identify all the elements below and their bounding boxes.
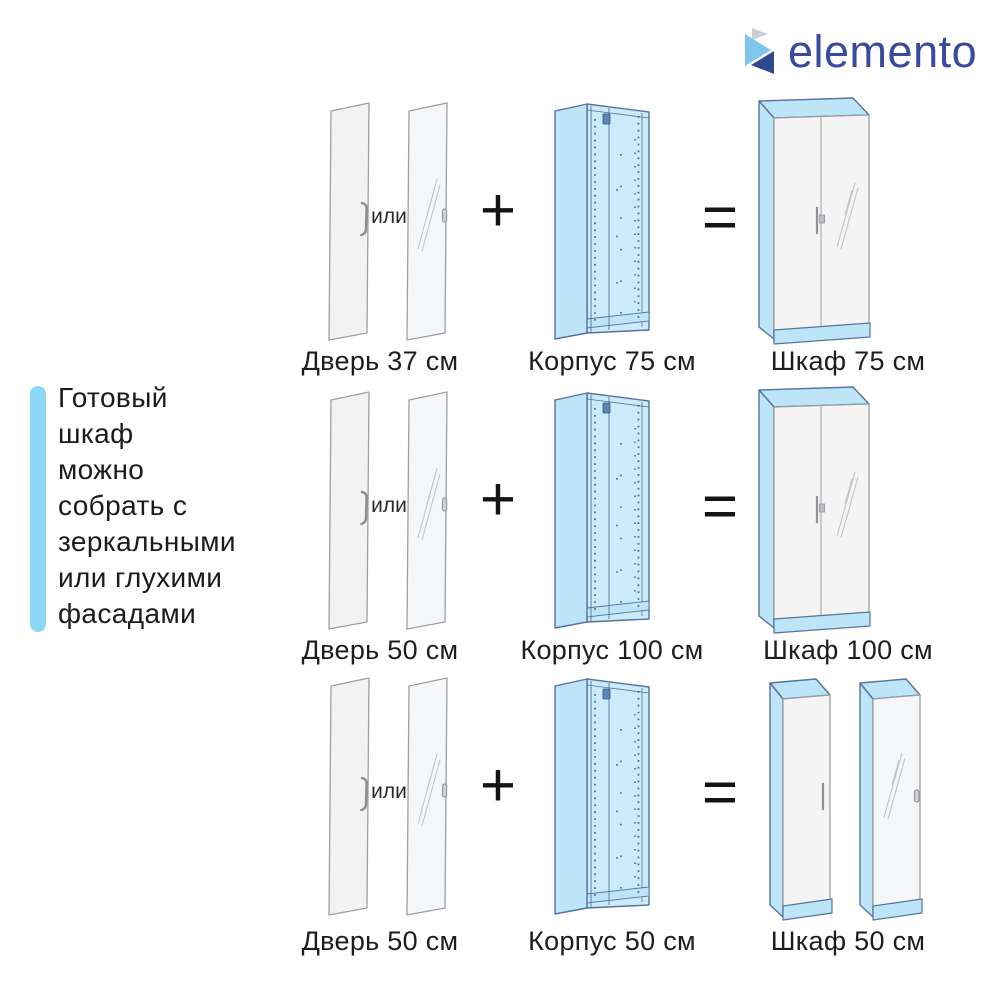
note-text: Готовый шкаф можно собрать с зеркальными… bbox=[58, 382, 236, 629]
assembly-row-2: или + = Дверь 50 см Корпус 100 см Шкаф 1… bbox=[0, 384, 1000, 679]
door-options-3: или bbox=[328, 676, 454, 916]
or-label: или bbox=[371, 205, 407, 228]
body-size-label: Корпус 75 см bbox=[528, 346, 696, 376]
plain-door-illustration bbox=[328, 676, 372, 916]
logo-diamond-icon bbox=[745, 28, 774, 74]
finished-wardrobe-illustration bbox=[753, 384, 888, 636]
or-label: или bbox=[371, 494, 407, 517]
cabinet-body-illustration bbox=[545, 388, 657, 633]
assembly-row-1: или + = Дверь 37 см Корпус 75 см Шкаф 75… bbox=[0, 95, 1000, 390]
wardrobe-size-label: Шкаф 100 см bbox=[763, 635, 933, 665]
cabinet-body-illustration bbox=[545, 99, 657, 344]
equals-operator: = bbox=[701, 183, 739, 252]
plus-operator: + bbox=[479, 465, 517, 534]
plus-operator: + bbox=[479, 176, 517, 245]
door-options-2: или bbox=[328, 390, 454, 630]
door-size-label: Дверь 50 см bbox=[301, 635, 459, 665]
assembly-row-3: или + = Дверь 50 см Корпус 50 см Шкаф 50… bbox=[0, 670, 1000, 965]
narrow-wardrobe-plain-illustration bbox=[766, 675, 838, 925]
equals-operator: = bbox=[701, 472, 739, 541]
body-size-label: Корпус 50 см bbox=[528, 926, 696, 956]
plain-door-illustration bbox=[328, 101, 372, 341]
or-label: или bbox=[371, 780, 407, 803]
narrow-wardrobe-mirror-illustration bbox=[856, 675, 928, 925]
finished-wardrobe-illustration bbox=[753, 95, 888, 347]
wardrobe-size-label: Шкаф 75 см bbox=[770, 346, 926, 376]
note-block: Готовый шкаф можно собрать с зеркальными… bbox=[30, 382, 236, 632]
brand-wordmark: elemento bbox=[788, 26, 978, 77]
plus-operator: + bbox=[479, 751, 517, 820]
wardrobe-size-label: Шкаф 50 см bbox=[770, 926, 926, 956]
mirror-door-illustration bbox=[406, 676, 450, 916]
equals-operator: = bbox=[701, 758, 739, 827]
body-size-label: Корпус 100 см bbox=[520, 635, 704, 665]
cabinet-body-illustration bbox=[545, 674, 657, 919]
door-options-1: или bbox=[328, 101, 454, 341]
plain-door-illustration bbox=[328, 390, 372, 630]
door-size-label: Дверь 50 см bbox=[301, 926, 459, 956]
note-accent-bar bbox=[30, 386, 46, 632]
door-size-label: Дверь 37 см bbox=[301, 346, 459, 376]
mirror-door-illustration bbox=[406, 390, 450, 630]
mirror-door-illustration bbox=[406, 101, 450, 341]
brand-logo: elemento bbox=[738, 28, 977, 75]
